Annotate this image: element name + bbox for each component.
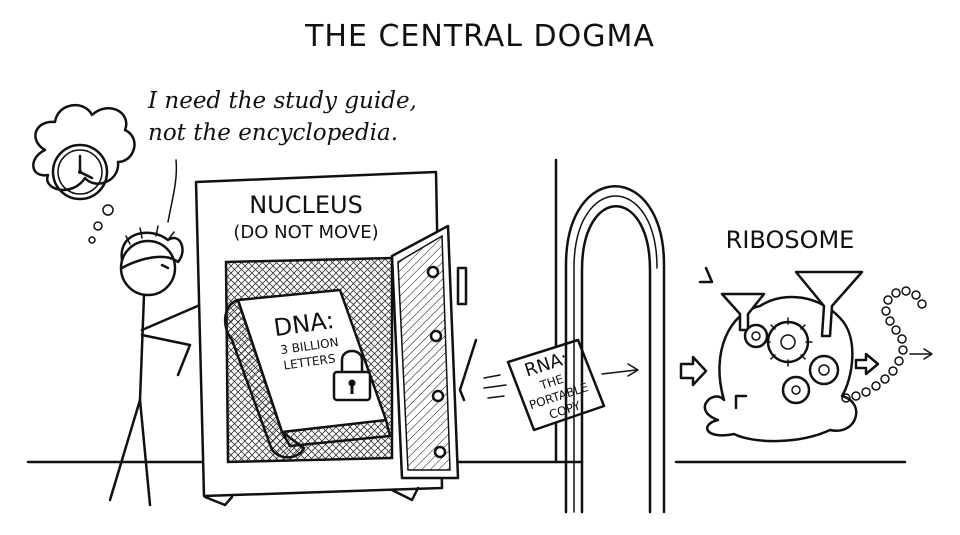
gear-icon — [781, 375, 811, 405]
outline-arrow — [679, 355, 708, 387]
ribosome-label: RIBOSOME — [726, 226, 855, 254]
ribosome-output-arrow — [854, 352, 880, 376]
ribosome-machine — [698, 266, 864, 443]
rna-arrow — [601, 363, 639, 377]
nucleus-label: NUCLEUS — [249, 191, 363, 219]
comic-title: THE CENTRAL DOGMA — [304, 19, 655, 54]
clock-icon — [51, 143, 109, 201]
thought-bubble — [32, 104, 136, 244]
motion-lines — [483, 374, 507, 399]
speech-line-1: I need the study guide, — [147, 88, 417, 114]
nucleus-sublabel: (DO NOT MOVE) — [233, 222, 378, 243]
nuclear-pore-arch — [564, 185, 666, 514]
gear-icon — [808, 354, 840, 386]
gear-icon — [743, 323, 769, 349]
nucleus-safe: NUCLEUS (DO NOT MOVE) DNA: 3 BILLION LET… — [194, 170, 478, 507]
speech-tail — [167, 159, 178, 223]
rna-note: RNA: THE PORTABLE COPY — [506, 338, 606, 432]
gear-icon — [763, 317, 813, 367]
protein-chain — [841, 286, 933, 403]
padlock-icon — [332, 349, 372, 402]
safe-door — [390, 224, 478, 480]
dna-book: DNA: 3 BILLION LETTERS — [224, 288, 392, 459]
speech-line-2: not the encyclopedia. — [148, 120, 398, 146]
stick-figure — [108, 225, 202, 507]
